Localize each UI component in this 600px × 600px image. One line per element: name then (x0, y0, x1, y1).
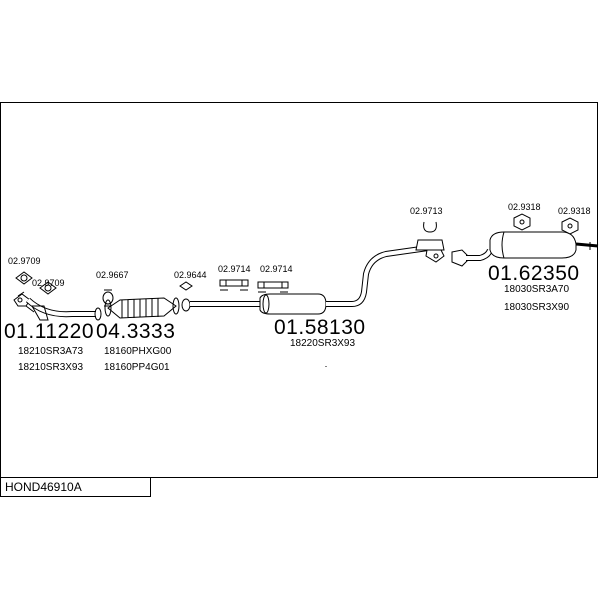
accessory-ref-label: 02.9667 (96, 270, 129, 280)
accessory-ref-label: 02.9644 (174, 270, 207, 280)
mounting-rubber-icon (219, 279, 249, 291)
accessory-ref-label: 02.9318 (508, 202, 541, 212)
gasket-icon (15, 271, 57, 295)
part-number-label: 04.3333 (96, 320, 176, 343)
mounting-rubber-icon (561, 217, 579, 235)
accessory-ref-label: 02.9709 (32, 278, 65, 288)
front-pipe-icon (13, 291, 102, 321)
oe-number-label: 18030SR3A70 (504, 284, 570, 295)
oe-number-label: 18160PP4G01 (104, 362, 170, 373)
part-number-label: 01.11220 (4, 320, 95, 343)
diagram-frame (0, 102, 598, 478)
diagram-id-label: HOND46910A (5, 480, 82, 494)
part-number-label: 01.58130 (274, 316, 366, 339)
clamp-icon (102, 289, 114, 307)
accessory-ref-label: 02.9714 (260, 264, 293, 274)
mounting-rubber-icon (257, 281, 289, 293)
accessory-ref-label: 02.9713 (410, 206, 443, 216)
accessory-ref-label: 02.9709 (8, 256, 41, 266)
mounting-rubber-icon (513, 213, 531, 231)
oe-number-label: 18210SR3X93 (18, 362, 84, 373)
oe-number-label: 18220SR3X93 (290, 338, 356, 349)
diagram-id-box: HOND46910A (0, 477, 151, 497)
part-number-label: 01.62350 (488, 262, 580, 285)
accessory-ref-label: 02.9714 (218, 264, 251, 274)
oe-number-label: 18160PHXG00 (104, 346, 172, 357)
accessory-ref-label: 02.9318 (558, 206, 591, 216)
rear-silencer-icon (451, 231, 599, 267)
catalyst-icon (104, 297, 180, 319)
hanger-icon (415, 221, 445, 251)
oe-number-label: 18030SR3X90 (504, 302, 570, 313)
middle-silencer-icon (190, 243, 445, 315)
oe-number-label: 18210SR3A73 (18, 346, 84, 357)
